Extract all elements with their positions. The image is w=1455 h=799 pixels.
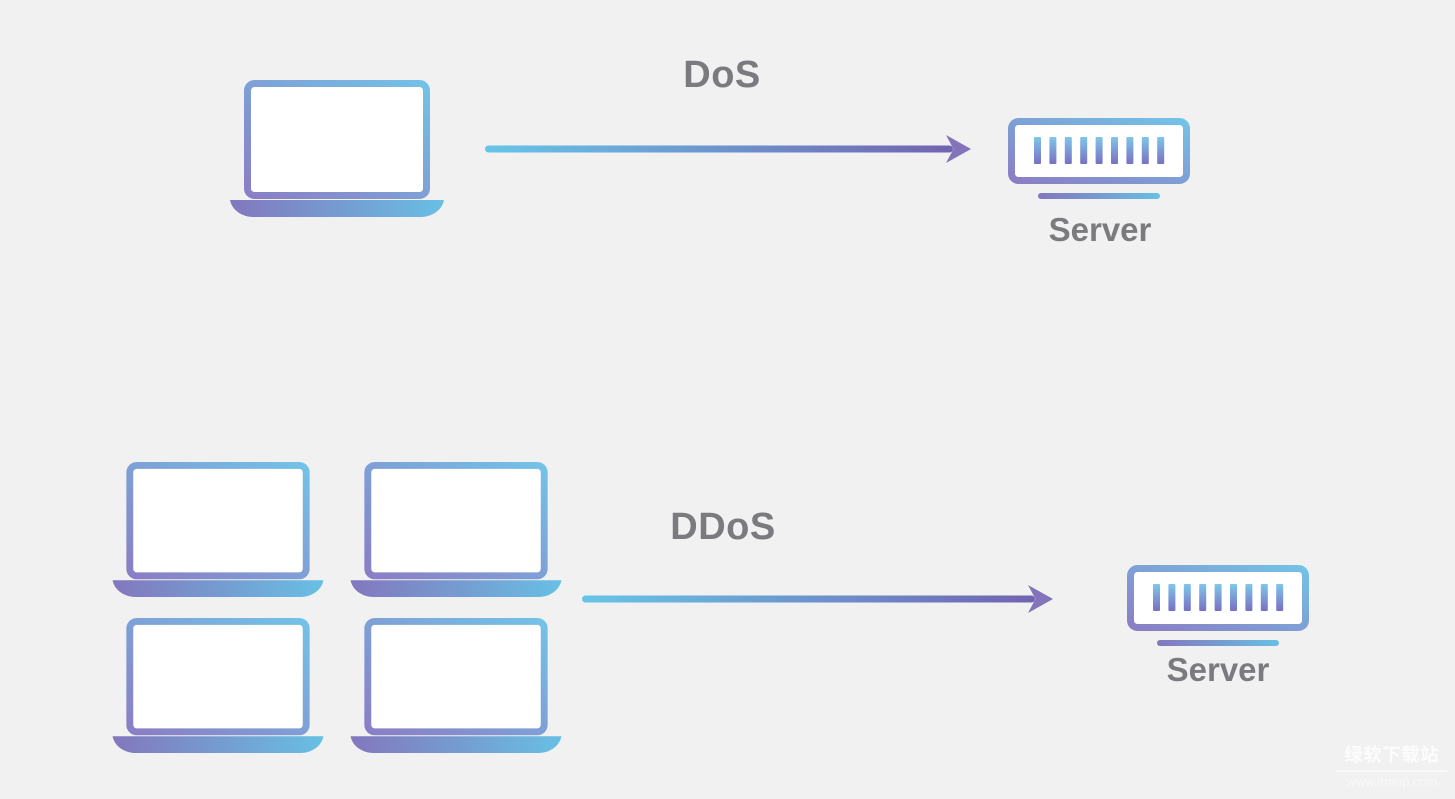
dos-attack-arrow-icon: [485, 135, 971, 163]
ddos-attack-arrow-icon: [582, 585, 1053, 613]
ddos-server-label: Server: [1166, 651, 1270, 688]
ddos-attacker-laptop-icon-4: [350, 618, 562, 753]
ddos-attacker-laptop-icon-2: [350, 462, 562, 597]
dos-label: DoS: [683, 54, 761, 96]
dos-attacker-laptop-icon: [230, 80, 444, 217]
watermark: 绿软下载站 www.itmop.com: [1337, 745, 1447, 789]
ddos-label: DDoS: [670, 506, 776, 548]
watermark-site-name: 绿软下载站: [1337, 745, 1447, 772]
ddos-attacker-laptop-icon-3: [112, 618, 324, 753]
ddos-attacker-laptop-icon-1: [112, 462, 324, 597]
dos-target-server-icon: [1008, 118, 1190, 199]
dos-server-label: Server: [1048, 211, 1152, 248]
ddos-target-server-icon: [1127, 565, 1309, 646]
watermark-site-url: www.itmop.com: [1346, 773, 1438, 789]
